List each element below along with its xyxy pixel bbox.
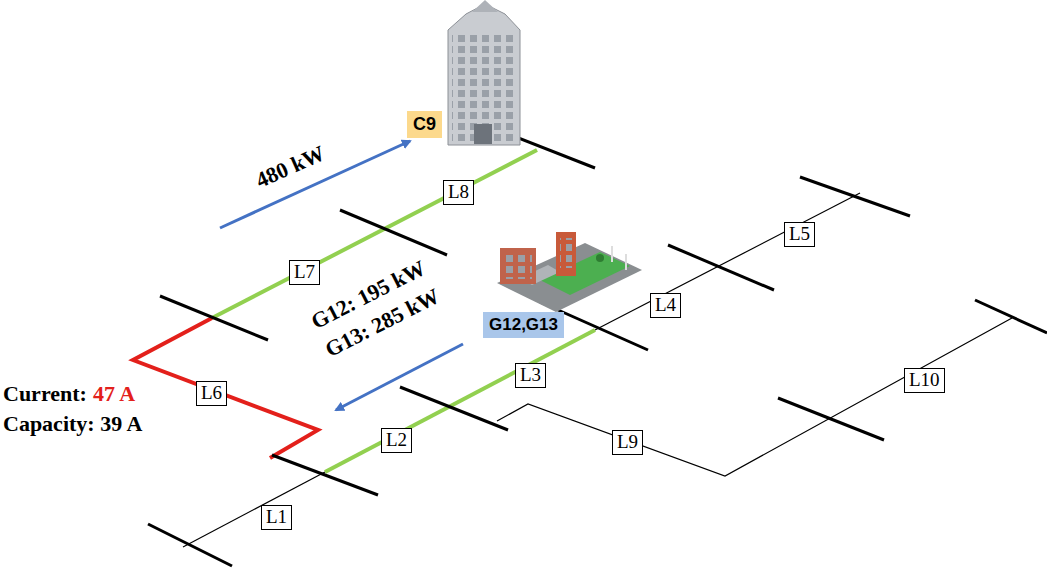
building-icon	[448, 0, 520, 145]
node-text: L6	[201, 383, 222, 404]
line-label: L5	[784, 222, 815, 247]
feeder-line	[183, 193, 1012, 547]
node-text: L7	[294, 262, 315, 283]
node-text: C9	[413, 114, 436, 135]
node-text: L8	[448, 182, 469, 203]
node-text: L9	[617, 432, 638, 453]
node-text: L10	[909, 370, 940, 391]
current-caption: Current:	[3, 382, 87, 406]
line-label: L9	[612, 430, 643, 455]
power-arrow	[220, 141, 410, 228]
node-text: L5	[789, 224, 810, 245]
overloaded-line	[133, 318, 318, 458]
normal-line	[212, 150, 595, 472]
line-label: L2	[381, 428, 412, 453]
node-text: L3	[520, 365, 541, 386]
line-label: L3	[515, 363, 546, 388]
power-arrow	[336, 344, 463, 410]
load-tag: C9	[407, 111, 442, 138]
capacity-caption: Capacity: 39 A	[3, 412, 142, 436]
node-text: L2	[386, 430, 407, 451]
generator-tag: G12,G13	[483, 312, 564, 338]
city-block-icon	[497, 232, 642, 312]
line-label: L6	[196, 381, 227, 406]
line-label: L4	[650, 293, 681, 318]
line-label: L8	[443, 180, 474, 205]
current-value: 47 A	[93, 382, 135, 406]
line-label: L7	[289, 260, 320, 285]
node-text: G12,G13	[489, 315, 558, 335]
line-label: L1	[261, 505, 292, 530]
node-text: L4	[655, 295, 676, 316]
bus-bar	[148, 124, 1047, 566]
node-text: L1	[266, 507, 287, 528]
line-label: L10	[904, 368, 945, 393]
